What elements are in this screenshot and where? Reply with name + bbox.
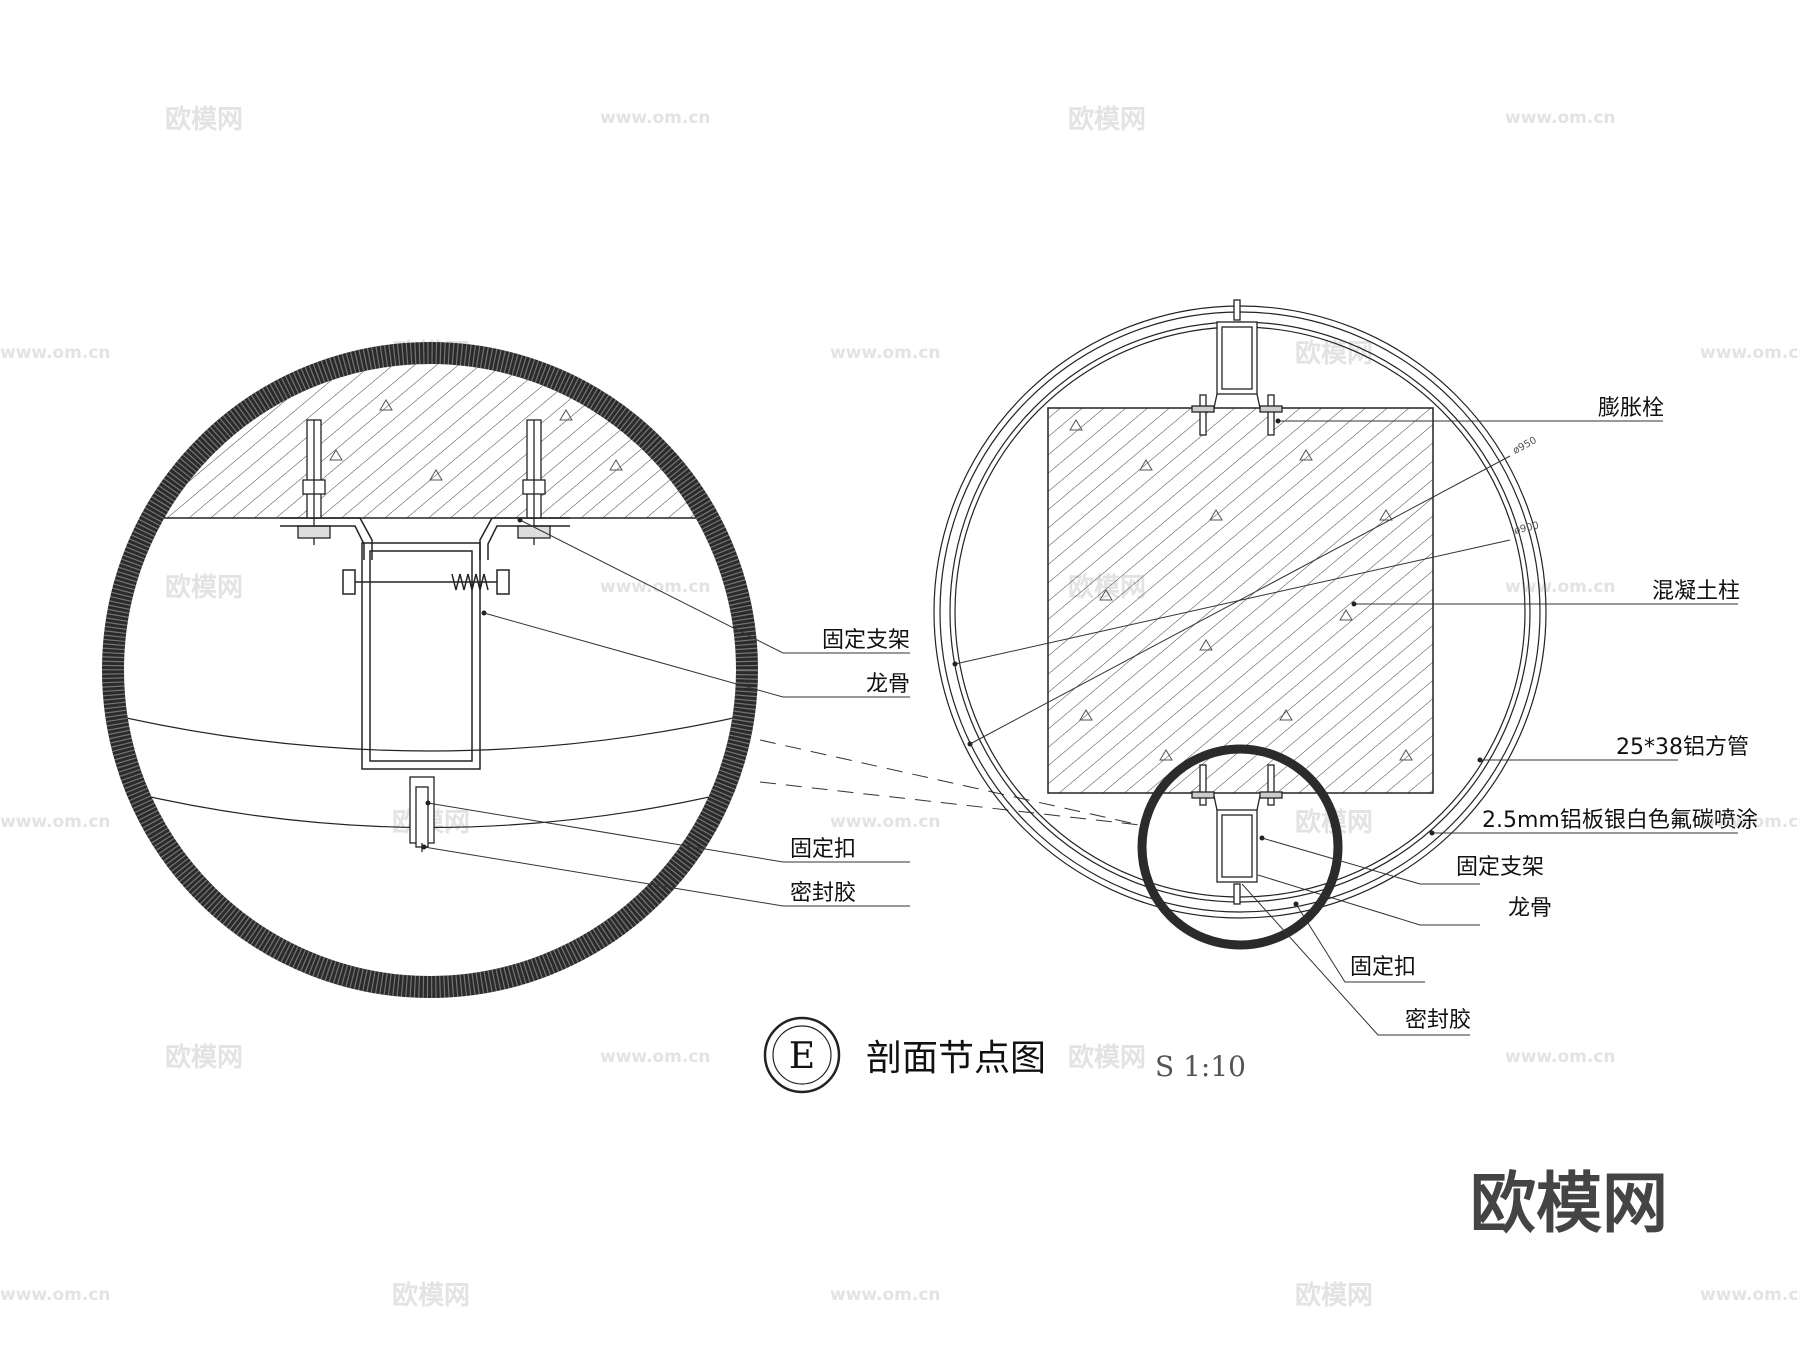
title-block: E 剖面节点图 S 1:10 <box>763 1016 1246 1094</box>
label-sealant: 密封胶 <box>790 881 856 906</box>
watermark-layer: 欧模网 www.om.cn 欧模网 www.om.cn www.om.cn 欧模… <box>0 104 1800 1311</box>
watermark-url: www.om.cn <box>1505 108 1616 128</box>
leader-keel-r <box>1257 874 1480 926</box>
leader-fixed-bracket <box>519 519 910 654</box>
watermark-url: www.om.cn <box>0 1285 111 1305</box>
watermark-brand: 欧模网 <box>165 104 243 135</box>
watermark-url: www.om.cn <box>1505 1047 1616 1067</box>
detail-callout-upper <box>759 739 1141 826</box>
section-symbol-outer <box>763 1016 841 1094</box>
leader-fixed-bracket-r <box>1261 837 1480 885</box>
dimension-line-900 <box>954 539 1511 665</box>
watermark-brand: 欧模网 <box>392 1280 470 1311</box>
label-expansion-bolt: 膨胀栓 <box>1598 396 1664 421</box>
label-aluminum-panel: 2.5mm铝板银白色氟碳喷涂 <box>1482 808 1758 833</box>
expansion-bolt-right <box>517 419 551 545</box>
right-overall-detail: ø950 ø900 膨胀栓 混凝土柱 25*38铝方管 2.5mm铝板银白色氟碳… <box>933 299 1758 1036</box>
watermark-url: www.om.cn <box>830 343 941 363</box>
top-bracket-keel <box>1191 299 1283 436</box>
watermark-url: www.om.cn <box>1700 812 1800 832</box>
fixed-bracket <box>280 517 570 560</box>
watermark-brand: 欧模网 <box>1295 1280 1373 1311</box>
label-keel: 龙骨 <box>866 672 910 697</box>
detail-callout-lower <box>759 781 1141 826</box>
watermark-url: www.om.cn <box>830 812 941 832</box>
left-enlarged-detail: 固定支架 龙骨 固定扣 密封胶 <box>102 342 1141 998</box>
expansion-bolt-left <box>297 419 331 545</box>
brand-logo: 欧模网 <box>1470 1165 1668 1242</box>
watermark-url: www.om.cn <box>600 108 711 128</box>
watermark-url: www.om.cn <box>600 1047 711 1067</box>
fixing-clip <box>409 776 435 852</box>
leader-keel <box>483 612 910 698</box>
label-fixing-clip-right: 固定扣 <box>1350 955 1416 980</box>
leader-sealant <box>423 846 910 907</box>
label-fixed-bracket: 固定支架 <box>822 628 910 653</box>
label-fixing-clip: 固定扣 <box>790 837 856 862</box>
label-concrete-column: 混凝土柱 <box>1652 579 1740 604</box>
dimension-950: ø950 <box>1511 435 1538 457</box>
watermark-url: www.om.cn <box>600 577 711 597</box>
concrete-slab <box>113 353 747 518</box>
watermark-brand: 欧模网 <box>1068 104 1146 135</box>
label-sealant-right: 密封胶 <box>1405 1008 1471 1033</box>
label-keel-right: 龙骨 <box>1508 896 1552 921</box>
aluminum-panel-outer-curve <box>113 711 747 752</box>
drawing-scale: S 1:10 <box>1155 1050 1246 1083</box>
leader-fixing-clip-r <box>1295 903 1425 983</box>
keel-tube <box>342 542 510 770</box>
watermark-url: www.om.cn <box>830 1285 941 1305</box>
watermark-brand: 欧模网 <box>165 1042 243 1073</box>
watermark-url: www.om.cn <box>1700 343 1800 363</box>
watermark-url: www.om.cn <box>1505 577 1616 597</box>
watermark-brand: 欧模网 <box>165 572 243 603</box>
leader-fixing-clip <box>427 802 910 863</box>
aluminum-panel-ring-enlarged <box>102 342 758 998</box>
label-fixed-bracket-right: 固定支架 <box>1456 855 1544 880</box>
detail-callout-circle <box>1137 744 1343 950</box>
drawing-title: 剖面节点图 <box>866 1038 1046 1079</box>
section-symbol-inner <box>772 1025 832 1085</box>
watermark-url: www.om.cn <box>0 812 111 832</box>
section-symbol-letter: E <box>789 1036 815 1077</box>
watermark-url: www.om.cn <box>1700 1285 1800 1305</box>
leader-sealant-r <box>1241 883 1470 1036</box>
watermark-brand: 欧模网 <box>1068 1042 1146 1073</box>
label-aluminum-tube: 25*38铝方管 <box>1616 735 1749 760</box>
watermark-url: www.om.cn <box>0 343 111 363</box>
bottom-bracket-keel <box>1191 764 1283 905</box>
